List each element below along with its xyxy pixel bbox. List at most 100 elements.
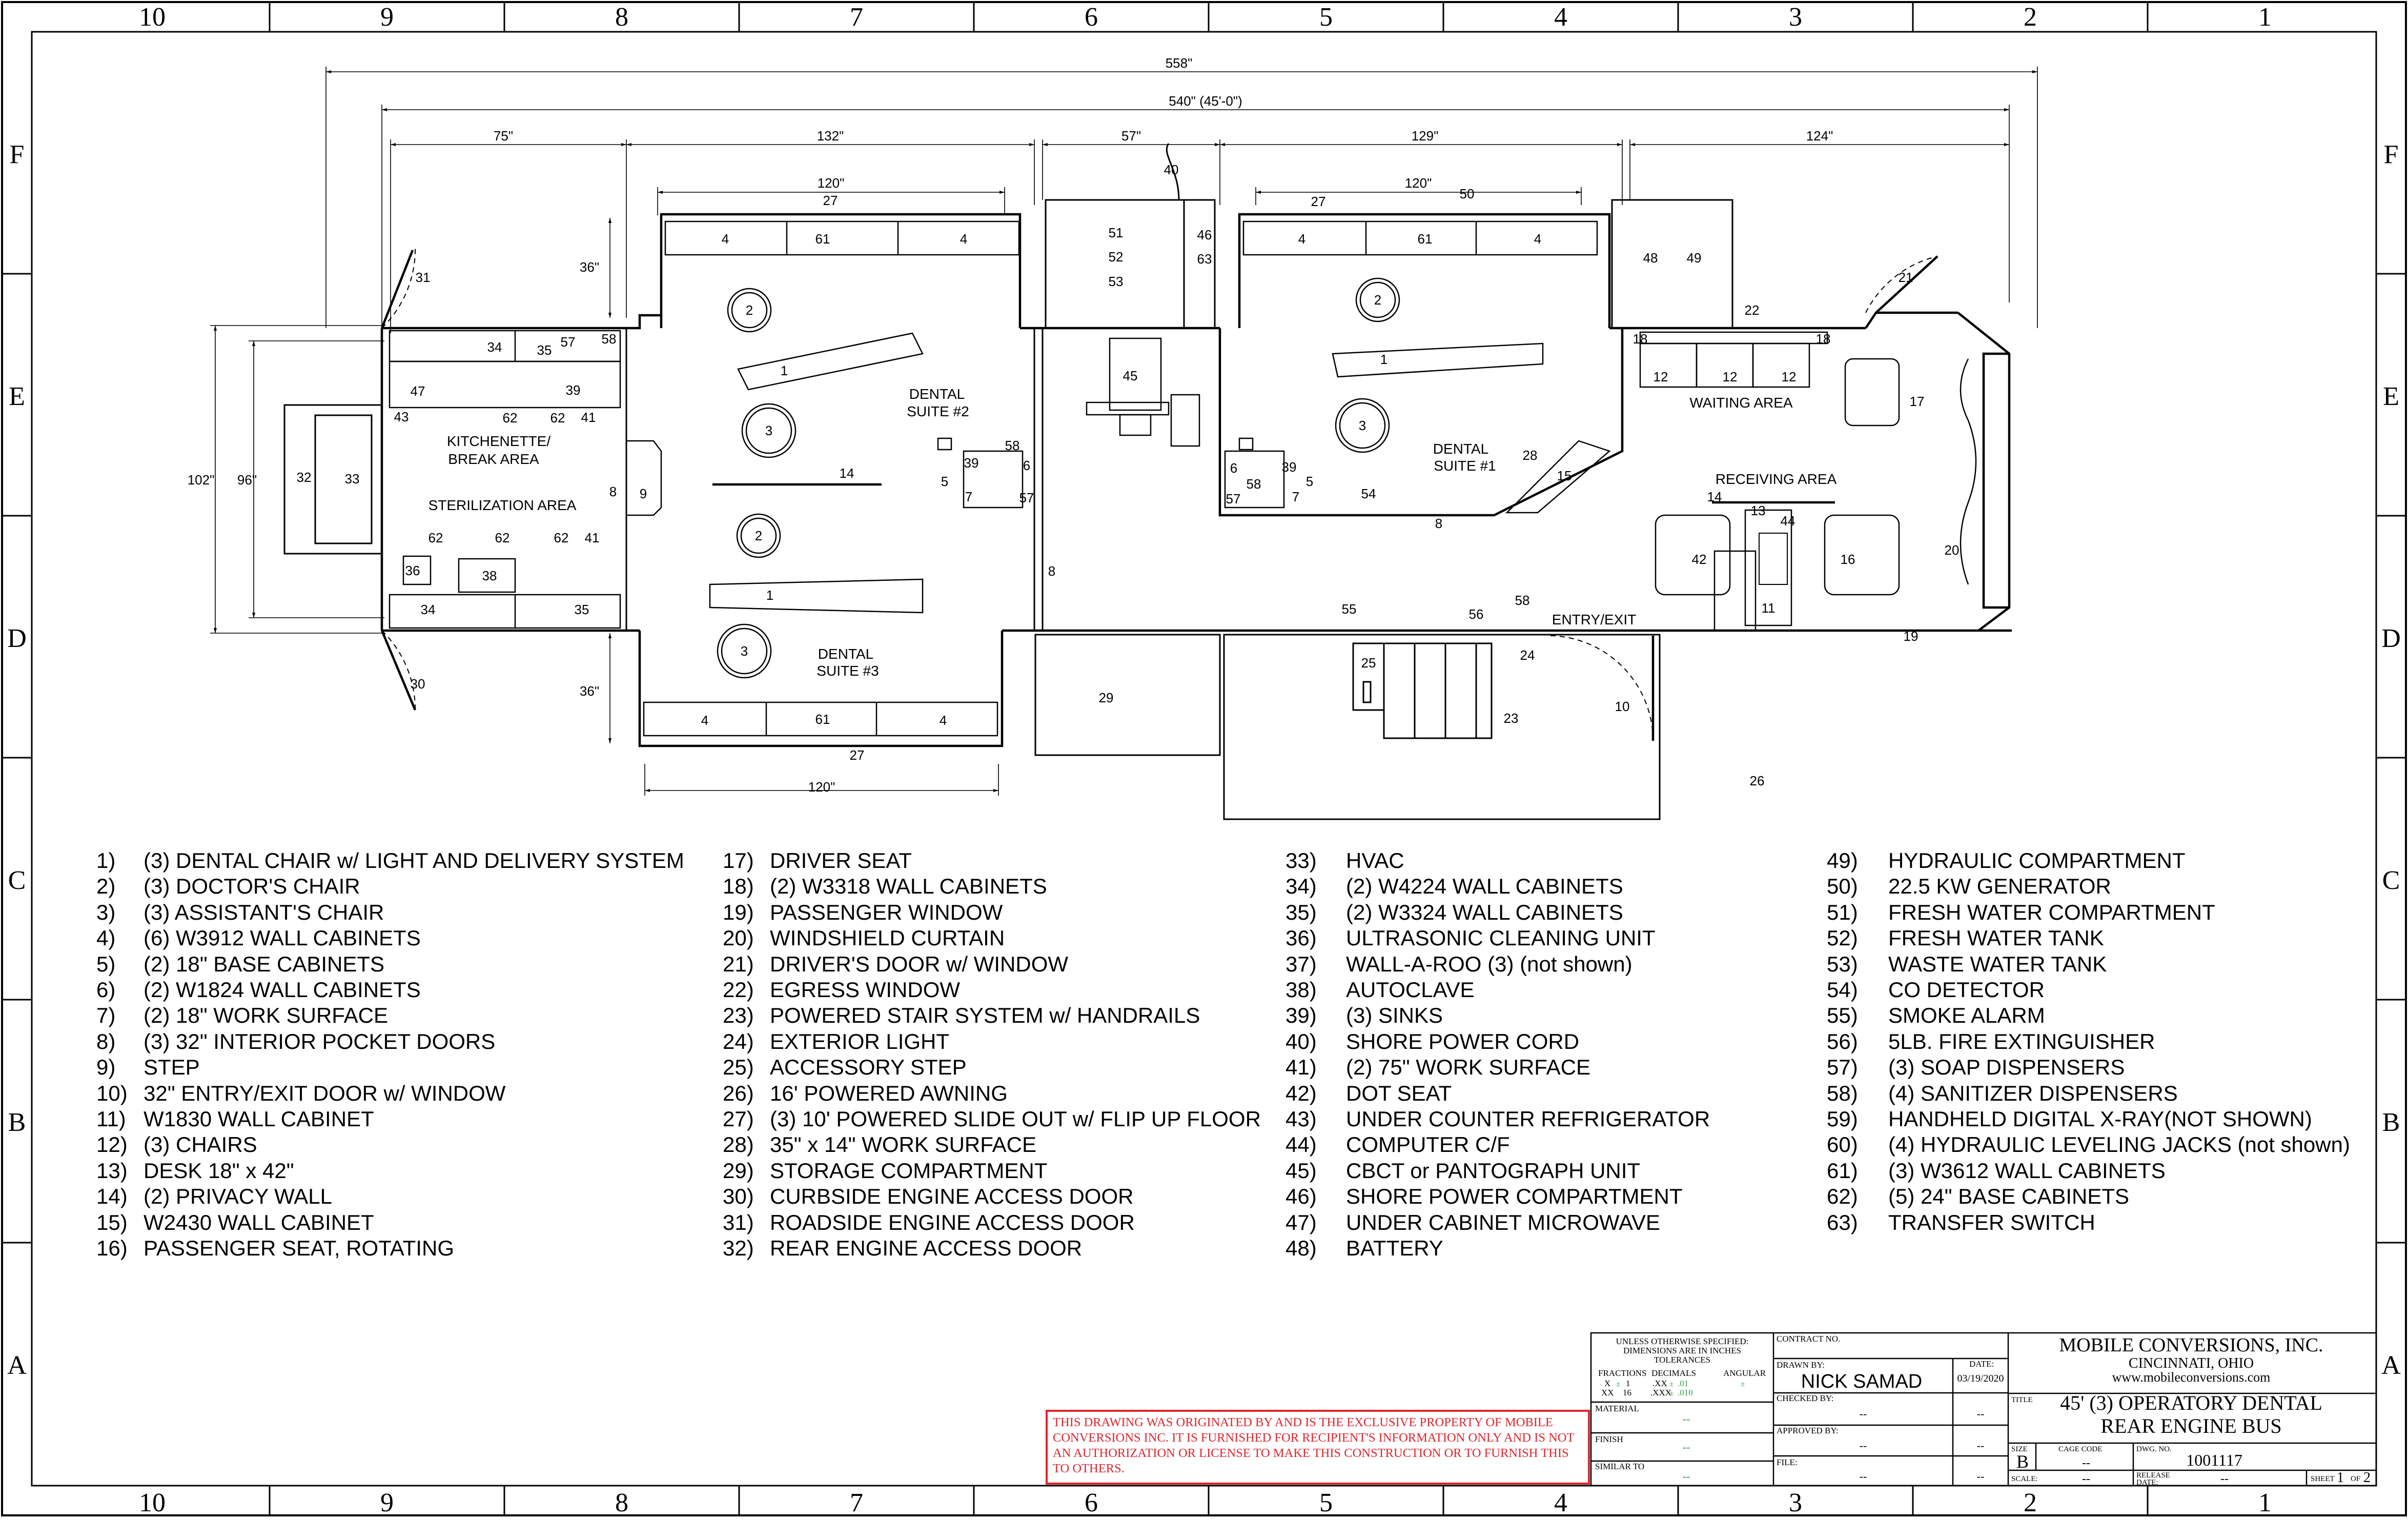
legend-num: 26) — [723, 1081, 754, 1105]
legend-text: ULTRASONIC CLEANING UNIT — [1346, 926, 1656, 950]
proprietary-notice: THIS DRAWING WAS ORIGINATED BY AND IS TH… — [1046, 1410, 1590, 1485]
legend-text: AUTOCLAVE — [1346, 978, 1475, 1002]
callout: 14 — [1707, 489, 1722, 504]
legend-text: UNDER COUNTER REFRIGERATOR — [1346, 1107, 1710, 1131]
tb-release: DATE: — [2136, 1478, 2158, 1487]
legend-text: (2) W3318 WALL CABINETS — [770, 874, 1047, 899]
legend-item: 3)(3) ASSISTANT'S CHAIR — [96, 900, 684, 925]
legend-num: 32) — [723, 1236, 754, 1261]
legend-col-3: 33)HVAC 34)(2) W4224 WALL CABINETS 35)(2… — [1285, 848, 1710, 1262]
dim-75: 75" — [494, 128, 513, 144]
callout: 4 — [1534, 231, 1541, 247]
suite2-label: DENTAL — [909, 386, 965, 402]
legend-text: ROADSIDE ENGINE ACCESS DOOR — [770, 1210, 1135, 1234]
legend-text: (3) DENTAL CHAIR w/ LIGHT AND DELIVERY S… — [144, 848, 684, 873]
callout: 4 — [960, 231, 967, 247]
legend-item: 6)(2) W1824 WALL CABINETS — [96, 977, 684, 1003]
callout: 17 — [1910, 394, 1925, 409]
callout: 54 — [1361, 486, 1376, 501]
legend-text: W1830 WALL CABINET — [144, 1107, 374, 1131]
row-label: D — [2381, 624, 2401, 653]
legend-num: 54) — [1827, 978, 1858, 1002]
tb-drawn-by: DRAWN BY: — [1777, 1360, 1825, 1370]
callout: 25 — [1361, 655, 1376, 671]
callout: 46 — [1197, 227, 1212, 242]
legend-num: 3) — [96, 900, 116, 924]
legend-text: BATTERY — [1346, 1236, 1443, 1261]
legend-item: 31)ROADSIDE ENGINE ACCESS DOOR — [723, 1210, 1261, 1235]
suite2-label: SUITE #2 — [907, 403, 969, 419]
legend-item: 32) REAR ENGINE ACCESS DOOR — [723, 1235, 1261, 1261]
tb-checked-value: -- — [1860, 1407, 1867, 1420]
legend-num: 9) — [96, 1055, 116, 1080]
legend-item: 63)TRANSFER SWITCH — [1827, 1210, 2350, 1235]
legend-item: 51)FRESH WATER COMPARTMENT — [1827, 900, 2350, 925]
drawing-title: REAR ENGINE BUS — [2100, 1414, 2281, 1437]
tb-pm: ± — [1741, 1380, 1745, 1388]
legend-text: DRIVER'S DOOR w/ WINDOW — [770, 951, 1069, 976]
legend-col-4: 49)HYDRAULIC COMPARTMENT 50)22.5 KW GENE… — [1827, 848, 2350, 1235]
callout: 1 — [781, 363, 788, 378]
legend-num: 22) — [723, 978, 754, 1002]
tb-tol: X — [1604, 1379, 1610, 1388]
col-label: 6 — [1085, 1488, 1098, 1517]
row-label: F — [2384, 140, 2399, 169]
legend-item: 1)(3) DENTAL CHAIR w/ LIGHT AND DELIVERY… — [96, 848, 684, 874]
legend-item: 14)(2) PRIVACY WALL — [96, 1184, 684, 1209]
legend-num: 36) — [1285, 926, 1317, 950]
dim-132: 132" — [817, 128, 844, 144]
col-label: 3 — [1789, 1488, 1802, 1517]
suite1-label: SUITE #1 — [1434, 458, 1496, 474]
legend-num: 13) — [96, 1158, 128, 1183]
tb-cage-label: CAGE CODE — [2058, 1445, 2102, 1453]
suite3-label: SUITE #3 — [817, 663, 879, 679]
legend-item: 25)ACCESSORY STEP — [723, 1055, 1261, 1080]
row-label: F — [10, 140, 25, 169]
legend-text: (3) CHAIRS — [144, 1132, 257, 1157]
legend-num: 56) — [1827, 1029, 1858, 1053]
tb-tol: .XXX — [1650, 1388, 1671, 1397]
legend-text: WASTE WATER TANK — [1888, 951, 2107, 976]
callout: 27 — [823, 193, 838, 208]
col-label: 10 — [139, 3, 166, 32]
legend-num: 23) — [723, 1003, 754, 1028]
legend-item: 22)EGRESS WINDOW — [723, 977, 1261, 1003]
legend-item: 36) ULTRASONIC CLEANING UNIT — [1285, 925, 1710, 951]
row-label: C — [2382, 866, 2400, 895]
legend-item: 41)(2) 75" WORK SURFACE — [1285, 1055, 1710, 1080]
callout: 41 — [581, 410, 596, 425]
row-label: B — [8, 1108, 26, 1137]
legend-text: (4) SANITIZER DISPENSERS — [1888, 1081, 2178, 1105]
callout: 36 — [405, 563, 420, 578]
legend-text: REAR ENGINE ACCESS DOOR — [770, 1236, 1083, 1261]
tb-size-value: B — [2016, 1451, 2029, 1472]
row-label: E — [9, 382, 25, 411]
suite3-label: DENTAL — [818, 646, 873, 662]
tb-pm: ± — [1669, 1380, 1674, 1388]
legend-text: COMPUTER C/F — [1346, 1132, 1510, 1157]
dim-540: 540" (45'-0") — [1169, 93, 1242, 109]
dim-129: 129" — [1412, 128, 1439, 144]
callout: 7 — [965, 489, 972, 504]
row-label: B — [2382, 1108, 2400, 1137]
legend-text: (2) 18" BASE CABINETS — [144, 951, 385, 976]
callout: 61 — [815, 712, 830, 727]
callout: 34 — [421, 602, 436, 617]
row-label: C — [8, 866, 26, 895]
legend-text: DESK 18" x 42" — [144, 1158, 294, 1183]
legend-item: 56)5LB. FIRE EXTINGUISHER — [1827, 1029, 2350, 1055]
legend-text: 32" ENTRY/EXIT DOOR w/ WINDOW — [144, 1081, 506, 1105]
legend-num: 38) — [1285, 978, 1317, 1002]
dimension-lines — [210, 67, 2038, 796]
callout: 43 — [394, 409, 409, 424]
door-swings — [381, 246, 1938, 741]
callout: 58 — [1247, 476, 1261, 492]
legend-item: 38) AUTOCLAVE — [1285, 977, 1710, 1003]
tb-sheet-value: 1 — [2337, 1470, 2344, 1486]
legend-item: 19)PASSENGER WINDOW — [723, 900, 1261, 925]
legend-text: (2) W1824 WALL CABINETS — [144, 978, 421, 1002]
callout: 39 — [566, 382, 581, 398]
tb-scale-value: -- — [2082, 1472, 2090, 1486]
